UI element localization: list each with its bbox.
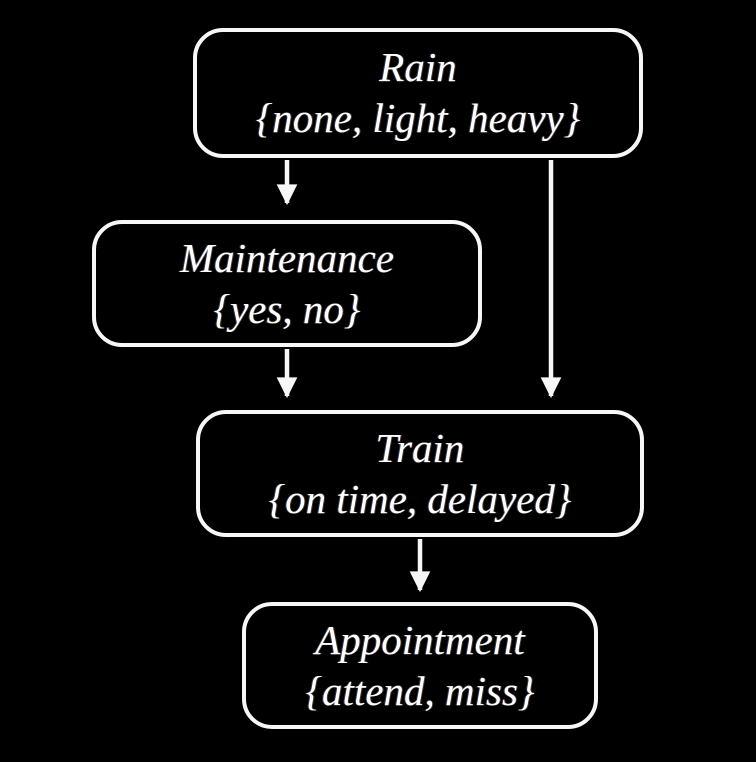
node-rain-label: Rain — [379, 44, 457, 90]
node-rain-values: {none, light, heavy} — [255, 95, 581, 141]
node-appointment: Appointment {attend, miss} — [242, 602, 598, 729]
node-appointment-values: {attend, miss} — [305, 667, 535, 714]
node-rain: Rain {none, light, heavy} — [193, 28, 643, 158]
node-appointment-label: Appointment — [315, 616, 525, 663]
node-train-values: {on time, delayed} — [268, 475, 572, 522]
node-train-label: Train — [375, 424, 465, 471]
node-maintenance-label: Maintenance — [179, 234, 395, 281]
node-maintenance-values: {yes, no} — [213, 285, 361, 332]
node-train: Train {on time, delayed} — [196, 410, 644, 537]
node-maintenance: Maintenance {yes, no} — [92, 220, 482, 347]
